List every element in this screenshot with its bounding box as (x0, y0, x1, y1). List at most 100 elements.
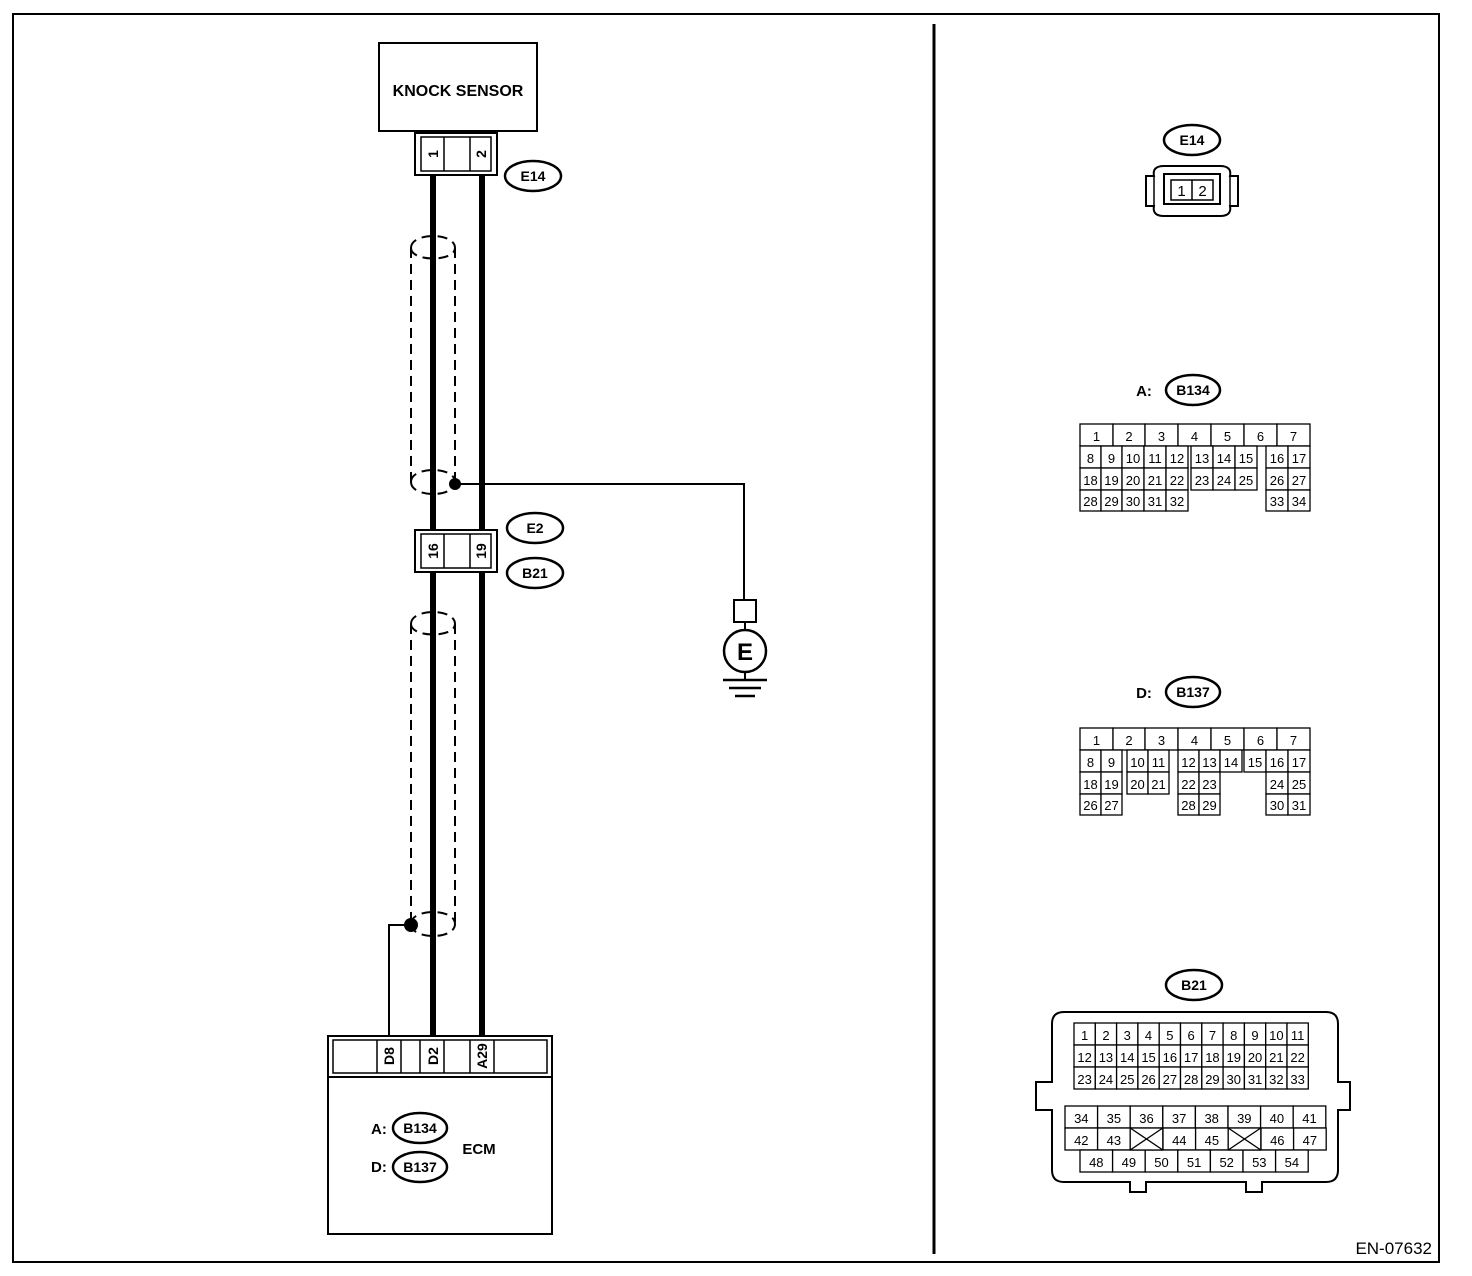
b137-pin: 25 (1292, 777, 1306, 792)
b21-pin: 43 (1107, 1133, 1121, 1148)
b137-pin: 28 (1181, 798, 1195, 813)
b21-pin: 2 (1102, 1028, 1109, 1043)
b21-pin: 41 (1302, 1111, 1316, 1126)
e14-face-pin-2: 2 (1198, 183, 1206, 200)
svg-text:E14: E14 (1180, 132, 1205, 148)
b134-pin: 4 (1191, 429, 1198, 444)
b137-pin: 16 (1270, 755, 1284, 770)
b134-prefix: A: (1136, 383, 1152, 400)
b21-pin: 12 (1077, 1050, 1091, 1065)
b21-pin: 49 (1122, 1155, 1136, 1170)
b21-pin: 1 (1081, 1028, 1088, 1043)
b21-pin: 32 (1269, 1072, 1283, 1087)
connector-badge-e14-face: E14 (1162, 123, 1222, 157)
joint-pin-16: 16 (425, 543, 441, 559)
b21-pin: 22 (1290, 1050, 1304, 1065)
b21-pin: 14 (1120, 1050, 1134, 1065)
b21-pin: 45 (1205, 1133, 1219, 1148)
b134-pin: 8 (1087, 451, 1094, 466)
b134-pin: 33 (1270, 494, 1284, 509)
b134-pin: 12 (1170, 451, 1184, 466)
b21-pin: 8 (1230, 1028, 1237, 1043)
b134-pin: 11 (1148, 451, 1162, 466)
b21-pin: 6 (1188, 1028, 1195, 1043)
e14-face-pin-1: 1 (1177, 183, 1185, 200)
b134-pin: 1 (1093, 429, 1100, 444)
b21-pin: 36 (1139, 1111, 1153, 1126)
b134-pin: 27 (1292, 473, 1306, 488)
b21-pin: 15 (1141, 1050, 1155, 1065)
b134-pin: 22 (1170, 473, 1184, 488)
b21-pin: 10 (1269, 1028, 1283, 1043)
b137-pin: 2 (1125, 733, 1132, 748)
connector-badge-e2: E2 (505, 511, 565, 545)
b134-pin: 13 (1195, 451, 1209, 466)
b137-pin: 18 (1083, 777, 1097, 792)
b21-pin: 13 (1099, 1050, 1113, 1065)
badge-ellipse (503, 159, 563, 193)
connector-badge-b21-face: B21 (1164, 968, 1224, 1002)
sensor-pin-2: 2 (473, 150, 489, 158)
b21-pin: 30 (1227, 1072, 1241, 1087)
b21-pin: 11 (1291, 1028, 1305, 1043)
b134-pin: 14 (1217, 451, 1231, 466)
b137-pin: 15 (1248, 755, 1262, 770)
b21-pin: 33 (1290, 1072, 1304, 1087)
svg-text:B134: B134 (403, 1120, 437, 1136)
b21-pin: 42 (1074, 1133, 1088, 1148)
ecm-pin-a29: A29 (474, 1043, 490, 1069)
b21-pin: 53 (1252, 1155, 1266, 1170)
b134-pin: 21 (1148, 473, 1162, 488)
shield-upper (410, 235, 456, 495)
svg-text:B21: B21 (1181, 977, 1207, 993)
b21-pin: 54 (1285, 1155, 1299, 1170)
wiring-panel: KNOCK SENSOR 1 2 E14 (327, 42, 768, 1235)
b137-pin: 24 (1270, 777, 1284, 792)
b21-pin: 35 (1107, 1111, 1121, 1126)
b21-pin: 5 (1166, 1028, 1173, 1043)
b137-prefix: D: (1136, 685, 1152, 702)
b134-pin: 9 (1108, 451, 1115, 466)
b21-pin: 26 (1141, 1072, 1155, 1087)
b21-pin: 40 (1270, 1111, 1284, 1126)
e14-connector-face: 1 2 (1145, 165, 1239, 217)
b21-pin: 16 (1163, 1050, 1177, 1065)
ecm-label: ECM (462, 1141, 495, 1158)
b137-pin: 21 (1151, 777, 1165, 792)
b21-pin: 48 (1089, 1155, 1103, 1170)
b134-pin: 34 (1292, 494, 1306, 509)
b137-pin: 7 (1290, 733, 1297, 748)
b134-pin: 28 (1083, 494, 1097, 509)
b137-pin: 4 (1191, 733, 1198, 748)
b21-pin: 21 (1269, 1050, 1283, 1065)
b137-pin: 26 (1083, 798, 1097, 813)
b137-pin: 22 (1181, 777, 1195, 792)
svg-text:D:: D: (371, 1159, 387, 1176)
b134-pin: 24 (1217, 473, 1231, 488)
b137-pin: 12 (1181, 755, 1195, 770)
svg-text:B137: B137 (403, 1159, 437, 1175)
connector-badge-e14: E14 (503, 159, 563, 193)
b134-pin: 15 (1239, 451, 1253, 466)
b134-pin: 25 (1239, 473, 1253, 488)
b137-pin: 3 (1158, 733, 1165, 748)
b21-pin: 24 (1099, 1072, 1113, 1087)
b137-pin: 10 (1130, 755, 1144, 770)
b21-pin: 20 (1248, 1050, 1262, 1065)
b21-pin: 9 (1251, 1028, 1258, 1043)
b134-pin: 19 (1104, 473, 1118, 488)
ground-label: E (737, 639, 753, 666)
b21-pin: 37 (1172, 1111, 1186, 1126)
b137-pin: 29 (1202, 798, 1216, 813)
b21-pin: 25 (1120, 1072, 1134, 1087)
b134-pin: 5 (1224, 429, 1231, 444)
b21-pin: 29 (1205, 1072, 1219, 1087)
ecm-pin-d8: D8 (381, 1047, 397, 1065)
b134-pin: 3 (1158, 429, 1165, 444)
ground-symbol: E (722, 599, 768, 698)
b137-pin: 11 (1152, 755, 1166, 770)
b134-pin: 6 (1257, 429, 1264, 444)
